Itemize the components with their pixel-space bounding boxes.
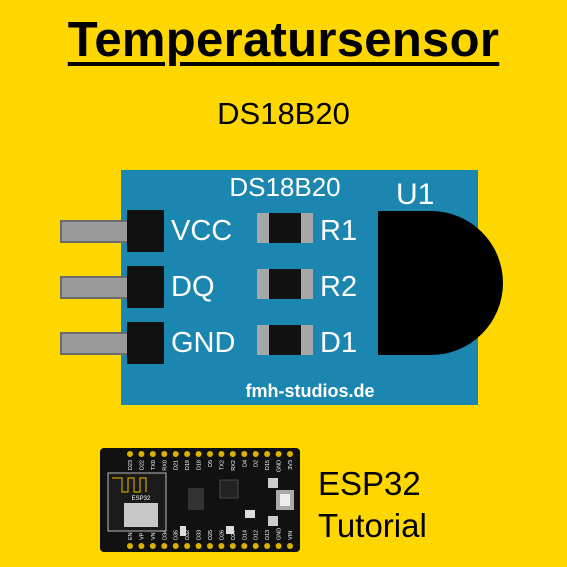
esp-bottom-pin-label: D32 (185, 530, 191, 540)
esp-bottom-pin-label: VP (139, 532, 145, 540)
esp-pin-hole (184, 543, 191, 549)
esp-pin-hole (138, 543, 145, 549)
resistor-r2 (257, 269, 313, 299)
esp-pin-hole (241, 543, 248, 549)
esp-bottom-pin-label: D14 (242, 530, 248, 540)
resistor-label-r2: R2 (320, 271, 358, 303)
esp-top-pin-label: D19 (185, 460, 191, 470)
esp-pin-hole (195, 543, 202, 549)
component-label-u1: U1 (396, 178, 435, 211)
resistor-label-r1: R1 (320, 215, 358, 247)
esp-bottom-pin-label: EN (128, 532, 134, 540)
esp-pin-hole (161, 451, 168, 457)
esp-top-pin-label: D21 (174, 460, 180, 470)
esp-top-pin-label: D23 (128, 460, 134, 470)
esp-pin-hole (241, 451, 248, 457)
esp-pin-hole (172, 451, 179, 457)
esp-top-pin-label: D4 (242, 460, 248, 467)
esp-pin-hole (264, 543, 271, 549)
pin-header-gnd (127, 322, 164, 364)
esp-pin-hole (127, 543, 133, 549)
esp-bottom-pin-label: VN (151, 532, 157, 540)
esp-top-pin-label: RX2 (231, 460, 237, 471)
esp-pin-hole (161, 543, 168, 549)
esp-bottom-pin-label: D35 (174, 530, 180, 540)
esp-bottom-pin-label: D27 (231, 530, 237, 540)
esp-pin-hole (195, 451, 202, 457)
esp-bottom-pin-label: VIN (288, 531, 294, 540)
esp-bottom-pin-label: D33 (197, 530, 203, 540)
esp-pin-hole (218, 543, 225, 549)
esp-top-pin-label: TX2 (219, 460, 225, 470)
esp-top-pin-label: RX0 (162, 460, 168, 471)
to92-sensor-icon (378, 211, 503, 355)
esp-bottom-pin-label: D25 (208, 530, 214, 540)
website-label: fmh-studios.de (245, 381, 375, 401)
esp-pin-hole (218, 451, 225, 457)
esp-top-pin-label: D18 (197, 460, 203, 470)
esp-pin-hole (264, 451, 271, 457)
esp-module-label: ESP32 (132, 496, 151, 502)
esp-pin-hole (207, 451, 213, 457)
esp-pin-hole (149, 451, 156, 457)
esp-top-pin-label: 3V3 (288, 460, 294, 470)
diode-label-d1: D1 (320, 327, 358, 359)
esp-pin-hole (252, 451, 259, 457)
esp-pin-hole (229, 451, 236, 457)
esp-pin-hole (287, 451, 293, 457)
esp-top-pin-label: D22 (139, 460, 145, 470)
esp-pin-hole (184, 451, 191, 457)
esp-bottom-pin-label: D12 (254, 530, 260, 540)
pin-label-gnd: GND (171, 327, 236, 359)
esp-pin-hole (287, 543, 293, 549)
esp-bottom-pin-label: D26 (219, 530, 225, 540)
page-title: Temperatursensor (67, 13, 500, 67)
esp-pin-hole (275, 543, 282, 549)
esp-title-line2: Tutorial (318, 507, 427, 544)
esp-pin-hole (172, 543, 179, 549)
esp-bottom-pin-label: GND (277, 528, 283, 540)
pin-label-dq: DQ (171, 271, 215, 303)
esp-pin-hole (207, 543, 213, 549)
esp-pin-hole (138, 451, 145, 457)
pin-header-vcc (127, 210, 164, 252)
esp-top-pin-label: GND (277, 460, 283, 472)
chip-name-label: DS18B20 (229, 172, 341, 202)
esp-pin-hole (275, 451, 282, 457)
esp-title-line1: ESP32 (318, 465, 421, 502)
resistor-r1 (257, 213, 313, 243)
esp-bottom-pin-label: D13 (265, 530, 271, 540)
esp-pin-hole (229, 543, 236, 549)
esp-bottom-pin-label: D34 (162, 530, 168, 540)
esp-top-pin-label: D2 (254, 460, 260, 467)
diode-d1 (257, 325, 313, 355)
esp-top-pin-label: D15 (265, 460, 271, 470)
esp-top-pin-label: D5 (208, 460, 214, 467)
esp-pin-hole (127, 451, 133, 457)
esp-pin-hole (149, 543, 156, 549)
pin-header-dq (127, 266, 164, 308)
esp-top-pin-label: TX0 (151, 460, 157, 470)
page-subtitle: DS18B20 (217, 96, 350, 131)
pin-label-vcc: VCC (171, 215, 233, 247)
esp-pin-hole (252, 543, 259, 549)
